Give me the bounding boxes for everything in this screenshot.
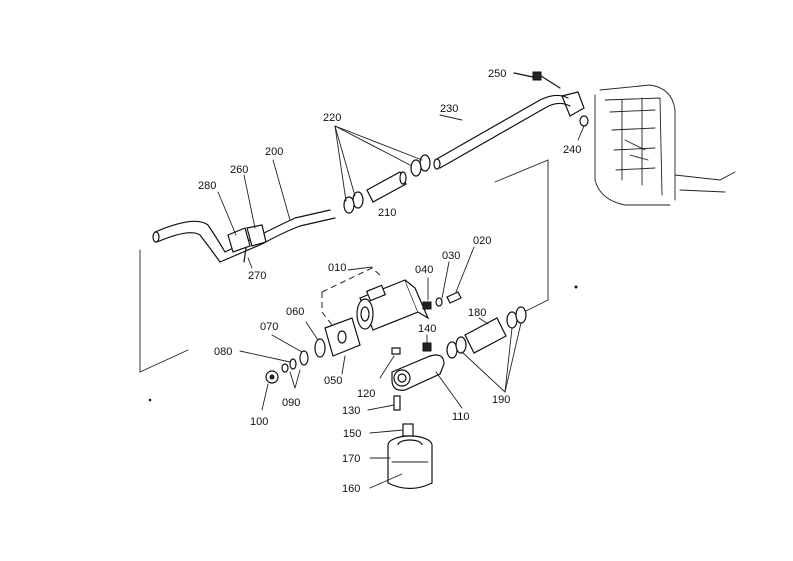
label-210: 210	[378, 207, 396, 219]
oil-filter-160-170	[369, 435, 433, 490]
nipple-150	[369, 423, 414, 437]
label-030: 030	[442, 250, 460, 262]
label-250: 250	[488, 68, 506, 80]
label-270: 270	[248, 270, 266, 282]
label-280: 280	[198, 180, 216, 192]
hydraulic-pump-010	[347, 266, 430, 331]
pipe-230	[433, 94, 571, 170]
label-020: 020	[473, 235, 491, 247]
label-180: 180	[468, 307, 486, 319]
label-090: 090	[282, 397, 300, 409]
filter-head-110	[391, 354, 463, 409]
label-160: 160	[342, 483, 360, 495]
label-100: 100	[250, 416, 268, 428]
hose-180-clamps-190	[446, 306, 527, 393]
washer-120-bolt-130	[367, 347, 401, 411]
label-260: 260	[230, 164, 248, 176]
label-170: 170	[342, 453, 360, 465]
clamp-240	[561, 91, 589, 141]
label-240: 240	[563, 144, 581, 156]
label-070: 070	[260, 321, 278, 333]
label-080: 080	[214, 346, 232, 358]
label-130: 130	[342, 405, 360, 417]
label-010: 010	[328, 262, 346, 274]
clamp-assembly-260-280-270	[217, 174, 267, 269]
label-200: 200	[265, 146, 283, 158]
label-220: 220	[323, 112, 341, 124]
bolt-250	[513, 71, 561, 89]
label-150: 150	[343, 428, 361, 440]
label-120: 120	[357, 388, 375, 400]
label-050: 050	[324, 375, 342, 387]
label-110: 110	[452, 411, 470, 423]
nut-140	[422, 334, 432, 352]
label-190: 190	[492, 394, 510, 406]
routing-lines	[139, 159, 549, 373]
hose-210	[366, 171, 407, 203]
label-040: 040	[415, 264, 433, 276]
fittings-040-030-020	[422, 246, 475, 310]
label-140: 140	[418, 323, 436, 335]
seal-set-060-070-080-090-100	[239, 321, 326, 411]
pipe-200	[152, 159, 336, 263]
clamps-220	[334, 125, 431, 214]
label-230: 230	[440, 103, 458, 115]
tractor-frame-outline	[594, 84, 736, 206]
label-060: 060	[286, 306, 304, 318]
gasket-050	[324, 317, 361, 375]
